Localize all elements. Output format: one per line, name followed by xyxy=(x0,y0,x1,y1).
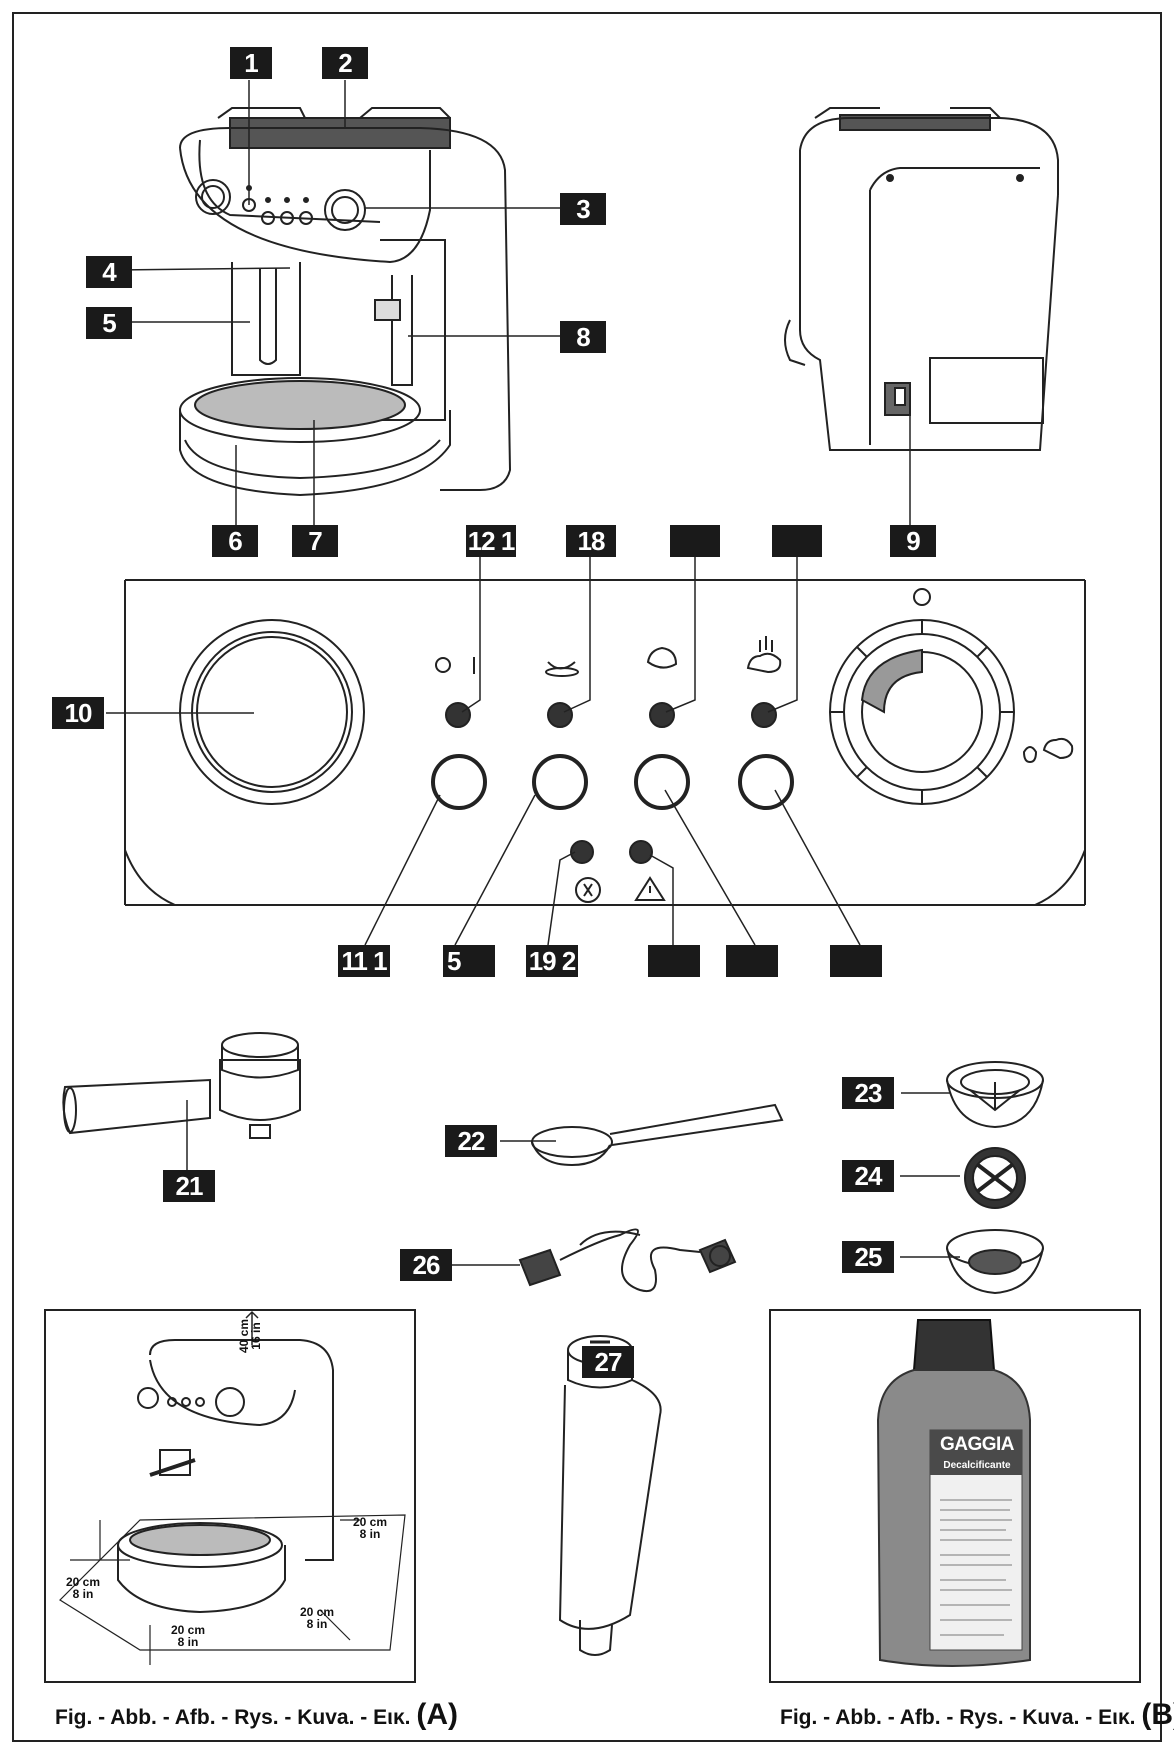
control-panel-closeup xyxy=(124,579,1086,906)
clearance-front-right-label: 20 cm 8 in xyxy=(299,1605,335,1631)
dial-top-symbol: O xyxy=(914,582,930,594)
label-9: 9 xyxy=(890,525,936,557)
page-border xyxy=(12,12,1162,1742)
caption-b-letter: (B) xyxy=(1141,1698,1174,1731)
label-11: 11 1 xyxy=(338,945,390,977)
label-3: 3 xyxy=(560,193,606,225)
clearance-right-label: 20 cm 8 in xyxy=(352,1515,388,1541)
label-6: 6 xyxy=(212,525,258,557)
caption-b: Fig. - Abb. - Afb. - Rys. - Kuva. - Eικ.… xyxy=(780,1698,1174,1732)
caption-b-prefix: Fig. - Abb. - Afb. - Rys. - Kuva. - Eικ. xyxy=(780,1706,1136,1729)
label-22: 22 xyxy=(445,1125,497,1157)
machine-rear-view xyxy=(784,107,1059,451)
label-blank-b xyxy=(772,525,822,557)
caption-a-prefix: Fig. - Abb. - Afb. - Rys. - Kuva. - Eικ. xyxy=(55,1706,411,1729)
placement-figure-box xyxy=(44,1309,416,1683)
bottle-product: Decalcificante xyxy=(943,1460,1011,1471)
portafilter-illustration xyxy=(62,1032,301,1139)
label-5: 5 xyxy=(86,307,132,339)
label-21: 21 xyxy=(163,1170,215,1202)
label-1: 1 xyxy=(230,47,272,79)
label-blank-d xyxy=(726,945,778,977)
label-blank-a xyxy=(670,525,720,557)
caption-a-letter: (A) xyxy=(416,1698,458,1731)
label-5b: 5 xyxy=(443,945,495,977)
label-23: 23 xyxy=(842,1077,894,1109)
label-blank-e xyxy=(830,945,882,977)
clearance-left-label: 20 cm 8 in xyxy=(65,1575,101,1601)
label-26: 26 xyxy=(400,1249,452,1281)
label-4: 4 xyxy=(86,256,132,288)
label-blank-c xyxy=(648,945,700,977)
label-25: 25 xyxy=(842,1241,894,1273)
label-24: 24 xyxy=(842,1160,894,1192)
label-19: 19 2 xyxy=(526,945,578,977)
machine-front-view xyxy=(179,107,512,497)
filters-illustration xyxy=(946,1061,1044,1295)
label-27: 27 xyxy=(582,1346,634,1378)
label-2: 2 xyxy=(322,47,368,79)
label-10: 10 xyxy=(52,697,104,729)
bottle-brand: GAGGIA xyxy=(939,1434,1015,1455)
label-7: 7 xyxy=(292,525,338,557)
clearance-front-label: 20 cm 8 in xyxy=(170,1623,206,1649)
water-filter-illustration xyxy=(558,1335,662,1656)
clearance-top-label: 40 cm 16 in xyxy=(237,1318,263,1354)
power-cord-illustration xyxy=(518,1228,737,1292)
label-12: 12 1 xyxy=(466,525,516,557)
leader-lines xyxy=(106,80,960,1266)
caption-a: Fig. - Abb. - Afb. - Rys. - Kuva. - Eικ.… xyxy=(55,1698,458,1732)
scoop-illustration xyxy=(531,1103,784,1167)
label-8: 8 xyxy=(560,321,606,353)
label-18: 18 xyxy=(566,525,616,557)
descaler-figure-box xyxy=(769,1309,1141,1683)
